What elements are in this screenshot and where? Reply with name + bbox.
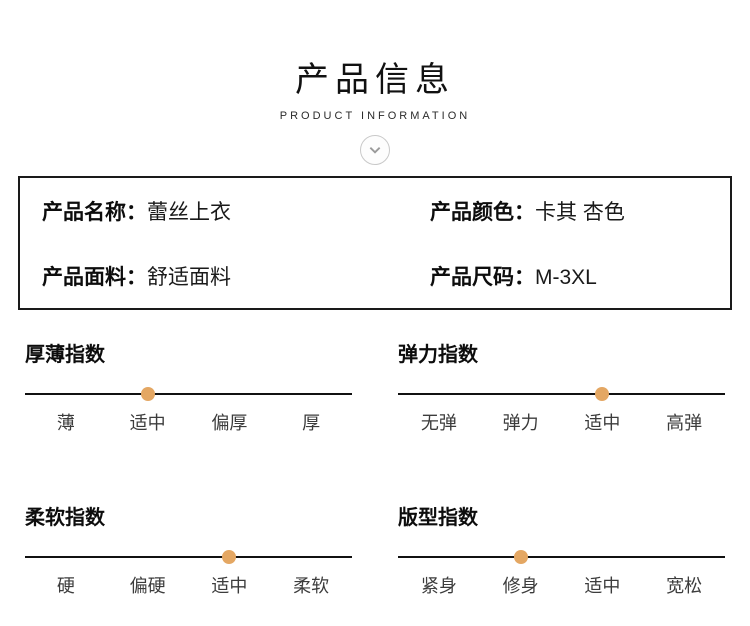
- field-separator: ：: [126, 265, 147, 289]
- index-scale-labels: 紧身 修身 适中 宽松: [398, 572, 725, 598]
- index-dot: [222, 550, 237, 564]
- index-scale-line: [25, 550, 352, 564]
- field-value: 卡其 杏色: [535, 200, 625, 224]
- scale-label: 适中: [584, 576, 621, 596]
- index-dot: [513, 550, 528, 564]
- field-product-size: 产品尺码：M-3XL: [375, 261, 730, 291]
- index-dot: [140, 387, 155, 401]
- index-scale-line: [398, 550, 725, 564]
- scale-label: 高弹: [666, 413, 703, 433]
- scale-label: 紧身: [420, 576, 457, 596]
- page-header: 产品信息 PRODUCT INFORMATION: [0, 0, 750, 165]
- scale-label: 柔软: [293, 576, 330, 596]
- scale-label: 宽松: [666, 576, 703, 596]
- field-value: 蕾丝上衣: [147, 200, 231, 224]
- field-product-name: 产品名称：蕾丝上衣: [20, 196, 375, 226]
- scale-label: 偏厚: [211, 413, 248, 433]
- index-title: 柔软指数: [25, 507, 105, 529]
- field-product-fabric: 产品面料：舒适面料: [20, 261, 375, 291]
- scale-label: 适中: [584, 413, 621, 433]
- field-separator: ：: [126, 200, 147, 224]
- field-label: 产品名称: [42, 200, 126, 224]
- field-separator: ：: [514, 200, 535, 224]
- index-scale-line: [398, 387, 725, 401]
- index-block-softness: 柔软指数 硬 偏硬 适中 柔软: [25, 501, 352, 598]
- field-separator: ：: [514, 265, 535, 289]
- scale-label: 弹力: [502, 413, 539, 433]
- index-scale-labels: 无弹 弹力 适中 高弹: [398, 409, 725, 435]
- scale-label: 无弹: [420, 413, 457, 433]
- chevron-down-icon: [368, 143, 382, 157]
- index-grid: 厚薄指数 薄 适中 偏厚 厚 弹力指数 无弹 弹力 适中 高弹: [25, 338, 725, 598]
- scale-label: 厚: [302, 413, 321, 433]
- scroll-down-indicator: [360, 135, 390, 165]
- scale-label: 薄: [56, 413, 75, 433]
- index-dot: [595, 387, 610, 401]
- index-scale-line: [25, 387, 352, 401]
- scale-label: 偏硬: [129, 576, 166, 596]
- index-title: 厚薄指数: [25, 344, 105, 366]
- field-label: 产品面料: [42, 265, 126, 289]
- index-block-elasticity: 弹力指数 无弹 弹力 适中 高弹: [398, 338, 725, 435]
- scale-label: 硬: [56, 576, 75, 596]
- scale-label: 适中: [129, 413, 166, 433]
- field-label: 产品尺码: [430, 265, 514, 289]
- page-subtitle: PRODUCT INFORMATION: [279, 110, 471, 122]
- scale-label: 适中: [211, 576, 248, 596]
- field-label: 产品颜色: [430, 200, 514, 224]
- page-title: 产品信息: [295, 61, 455, 99]
- index-scale-labels: 硬 偏硬 适中 柔软: [25, 572, 352, 598]
- field-value: 舒适面料: [147, 265, 231, 289]
- index-title: 版型指数: [398, 507, 478, 529]
- field-product-color: 产品颜色：卡其 杏色: [375, 196, 730, 226]
- index-scale-labels: 薄 适中 偏厚 厚: [25, 409, 352, 435]
- scale-label: 修身: [502, 576, 539, 596]
- index-block-thickness: 厚薄指数 薄 适中 偏厚 厚: [25, 338, 352, 435]
- product-info-box: 产品名称：蕾丝上衣 产品颜色：卡其 杏色 产品面料：舒适面料 产品尺码：M-3X…: [18, 176, 732, 310]
- index-block-fit: 版型指数 紧身 修身 适中 宽松: [398, 501, 725, 598]
- index-title: 弹力指数: [398, 344, 478, 366]
- field-value: M-3XL: [535, 265, 597, 289]
